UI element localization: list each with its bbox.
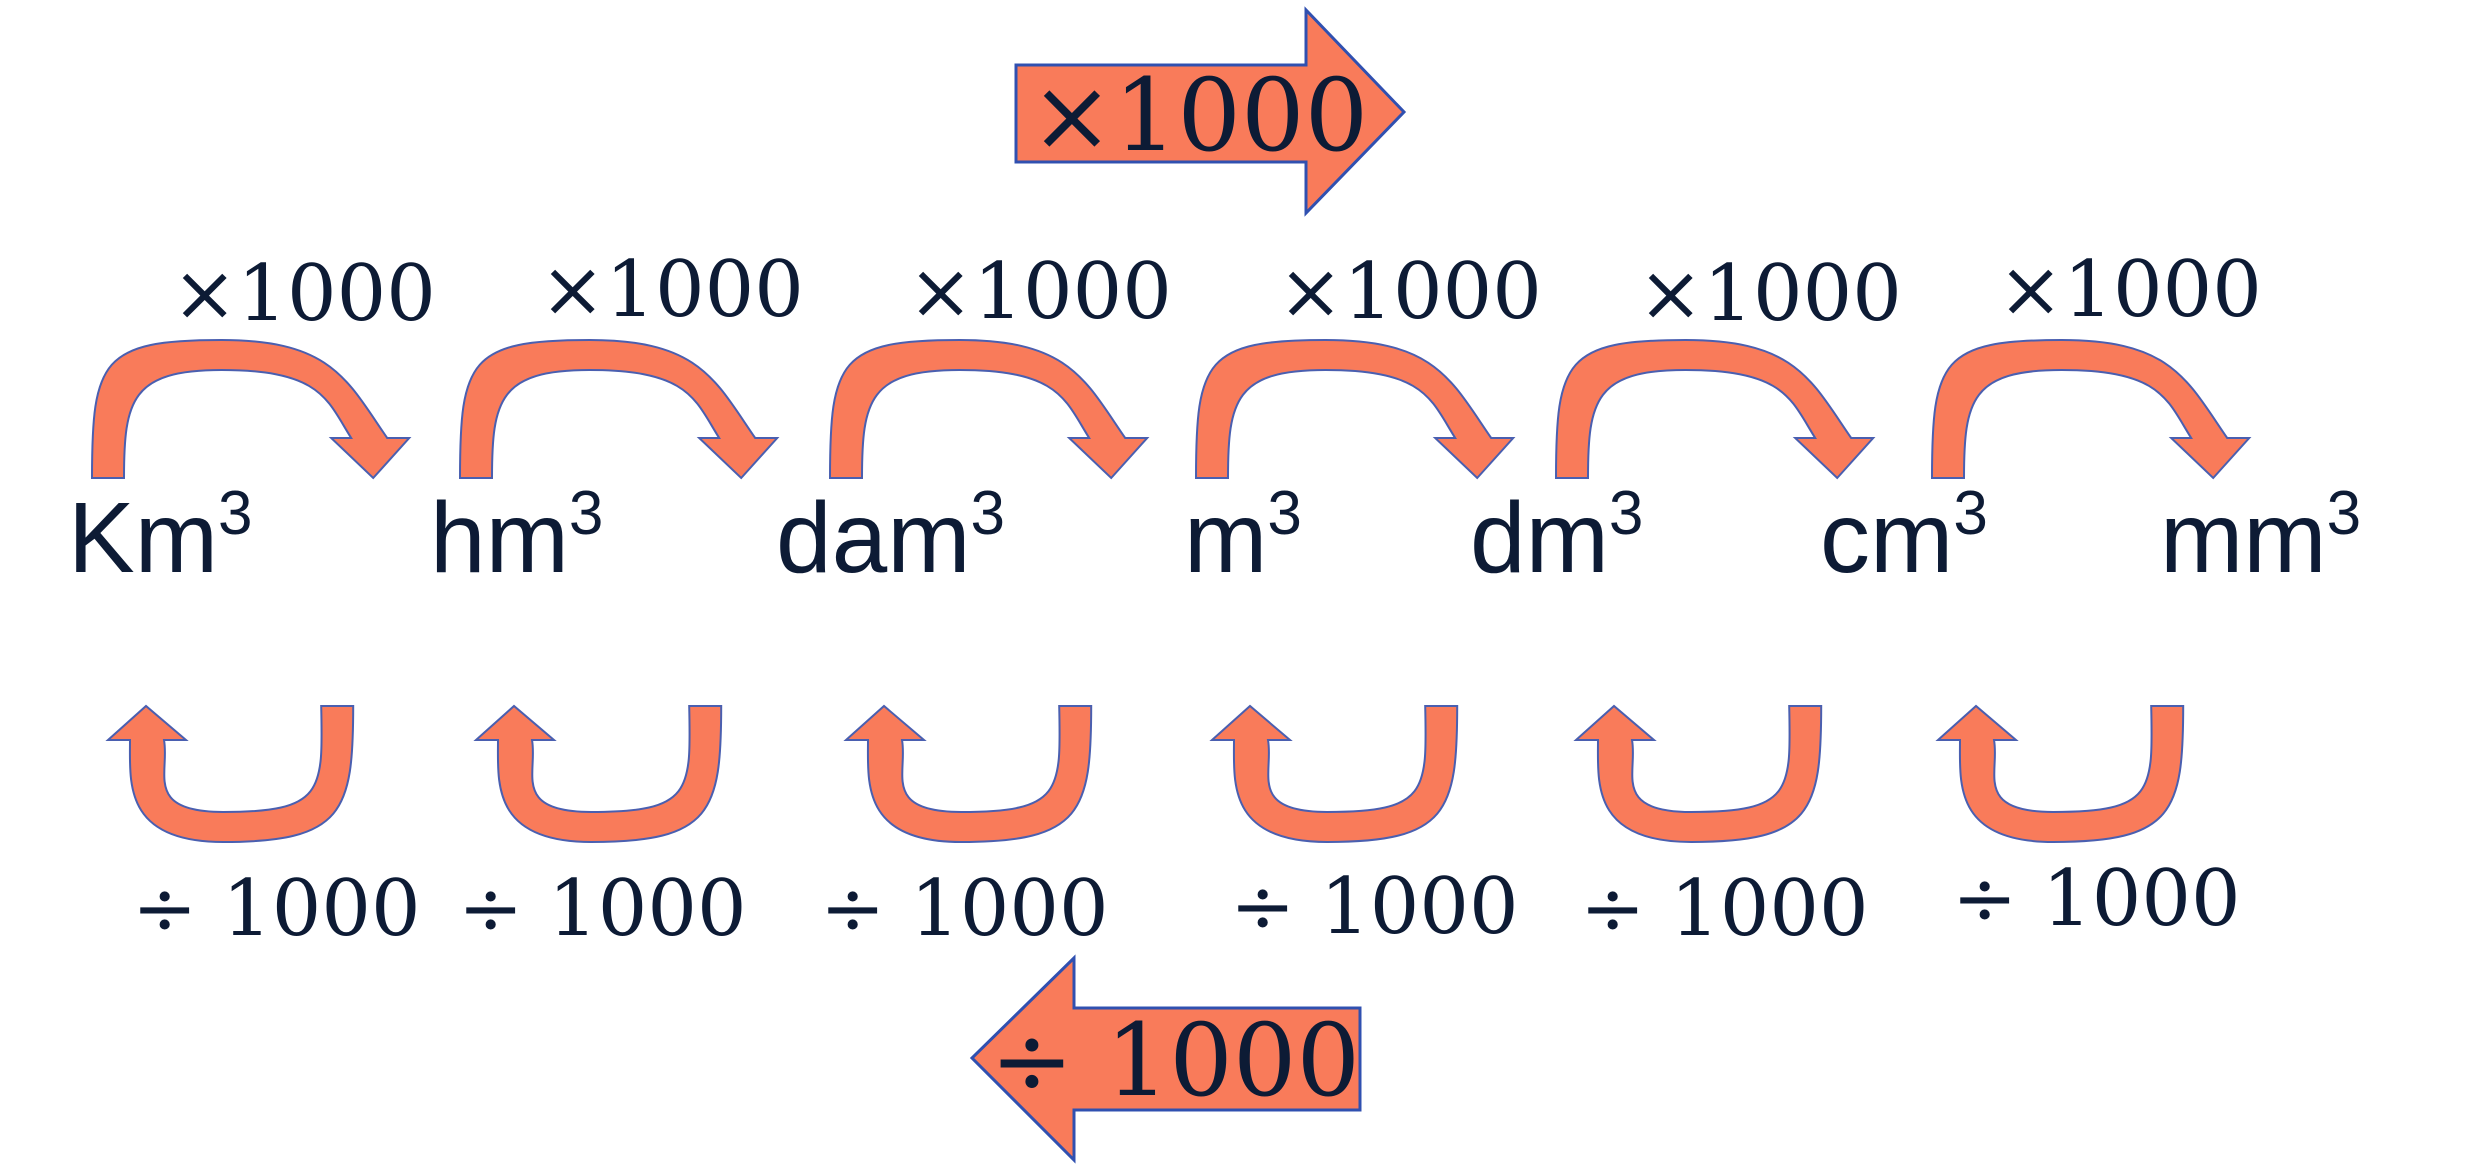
divide-label: ÷ 1000 <box>132 864 421 954</box>
multiply-label: ×1000 <box>172 249 436 339</box>
divide-label: ÷ 1000 <box>1952 854 2241 944</box>
multiply-label: ×1000 <box>1638 249 1902 339</box>
top-multiply-arrow: ×1000 <box>1014 6 1407 217</box>
divide-curved-arrow <box>1209 704 1459 844</box>
multiply-label: ×1000 <box>908 247 1172 337</box>
multiply-labels: ×1000 ×1000 ×1000 ×1000 ×1000 ×1000 <box>172 245 2262 339</box>
multiply-curved-arrows <box>90 338 2252 480</box>
multiply-label: ×1000 <box>1278 247 1542 337</box>
divide-label: ÷ 1000 <box>1230 862 1519 952</box>
unit-km3: Km3 <box>68 479 252 594</box>
unit-hm3: hm3 <box>430 479 603 594</box>
divide-label: ÷ 1000 <box>458 864 747 954</box>
multiply-curved-arrow <box>1930 338 2252 480</box>
divide-curved-arrow <box>105 704 355 844</box>
bottom-divide-arrow: ÷ 1000 <box>969 954 1362 1164</box>
unit-dm3: dm3 <box>1470 479 1643 594</box>
divide-curved-arrow <box>1573 704 1823 844</box>
divide-labels: ÷ 1000 ÷ 1000 ÷ 1000 ÷ 1000 ÷ 1000 ÷ 100… <box>132 854 2241 954</box>
divide-curved-arrow <box>1935 704 2185 844</box>
unit-dam3: dam3 <box>776 479 1005 594</box>
multiply-curved-arrow <box>1194 338 1516 480</box>
top-multiply-label: ×1000 <box>1030 57 1368 174</box>
bottom-divide-label: ÷ 1000 <box>990 1002 1360 1119</box>
multiply-label: ×1000 <box>540 245 804 335</box>
unit-labels: Km3 hm3 dam3 m3 dm3 cm3 mm3 <box>68 479 2361 594</box>
divide-label: ÷ 1000 <box>1580 864 1869 954</box>
unit-m3: m3 <box>1184 479 1302 594</box>
multiply-curved-arrow <box>90 338 412 480</box>
divide-label: ÷ 1000 <box>820 864 1109 954</box>
unit-mm3: mm3 <box>2160 479 2361 594</box>
unit-cm3: cm3 <box>1820 479 1988 594</box>
multiply-curved-arrow <box>828 338 1150 480</box>
multiply-curved-arrow <box>1554 338 1876 480</box>
multiply-label: ×1000 <box>1998 245 2262 335</box>
divide-curved-arrow <box>843 704 1093 844</box>
multiply-curved-arrow <box>458 338 780 480</box>
divide-curved-arrow <box>473 704 723 844</box>
divide-curved-arrows <box>105 704 2185 844</box>
